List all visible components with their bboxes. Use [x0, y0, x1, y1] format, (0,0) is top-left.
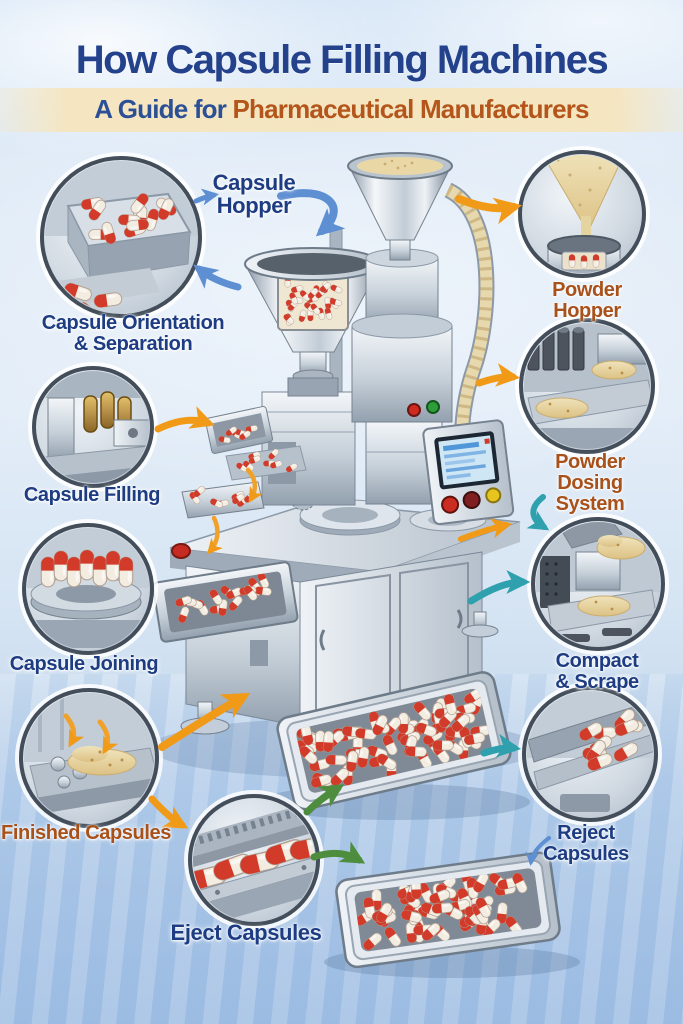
- tray-finished-capsules: [276, 671, 512, 811]
- arrow-machine-to-orientation: [193, 264, 242, 291]
- label-compact-scrape: Compact & Scrape: [555, 650, 639, 694]
- label-powder-dosing: Powder Dosing System: [555, 451, 625, 516]
- arrow-filling-to-machine: [154, 406, 215, 433]
- label-eject-capsules: Eject Capsules: [170, 920, 322, 945]
- callout-compact-scrape-circle: [527, 513, 669, 655]
- subtitle-prefix: A Guide for: [94, 94, 233, 124]
- arrow-orientation-to-label: [193, 188, 220, 206]
- arrow-finished-to-machine: [158, 692, 251, 751]
- arrow-dosing-swoosh: [526, 494, 550, 531]
- label-capsule-joining: Capsule Joining: [9, 653, 159, 675]
- label-reject-capsules: Reject Capsules: [543, 822, 629, 866]
- flow-arrows: [148, 188, 551, 867]
- panel-button-red: [441, 495, 460, 514]
- callout-finished-capsules-circle: [15, 684, 163, 832]
- arrow-finished-to-eject: [148, 795, 189, 829]
- tray-eject-output: [335, 851, 561, 969]
- subtitle-highlight: Pharmaceutical Manufacturers: [232, 94, 590, 124]
- callout-reject-capsules-circle: [518, 682, 662, 826]
- label-capsule-filling: Capsule Filling: [23, 484, 161, 506]
- callout-powder-dosing-circle: [515, 314, 659, 458]
- callout-capsule-orientation-circle: [36, 152, 206, 322]
- subtitle-banner: [0, 88, 683, 132]
- panel-button-dark: [462, 491, 481, 510]
- label-capsule-orientation: Capsule Orientation & Separation: [41, 312, 225, 356]
- red-button: [407, 403, 421, 417]
- arrow-eject-to-tray-b: [310, 841, 366, 864]
- arrow-to-powder-dosing: [475, 363, 521, 387]
- callout-powder-hopper-circle: [514, 146, 650, 282]
- label-finished-capsules: Finished Capsules: [1, 822, 171, 844]
- arrow-machine-to-compact: [458, 518, 512, 542]
- label-powder-hopper: Powder Hopper: [552, 279, 622, 323]
- arrow-tray-to-reject: [480, 733, 522, 758]
- arrow-machine-to-compact-teal: [467, 570, 531, 605]
- panel-button-yellow: [485, 487, 502, 504]
- callout-capsule-filling-circle: [28, 362, 158, 492]
- arrow-reject-label-curl: [525, 836, 551, 867]
- arrow-label-to-capsule-hopper: [277, 189, 346, 237]
- arrow-to-powder-hopper: [455, 195, 522, 225]
- arrow-eject-to-tray-a: [303, 784, 345, 816]
- pilot-button: [171, 543, 191, 559]
- page-subtitle: A Guide for Pharmaceutical Manufacturers: [94, 94, 590, 125]
- label-capsule-hopper: Capsule Hopper: [212, 170, 296, 219]
- control-panel: [422, 419, 515, 526]
- green-button: [426, 400, 440, 414]
- capsule-cascade: [152, 406, 307, 666]
- machine-capsule-hopper: [244, 247, 382, 397]
- page-title: How Capsule Filling Machines: [75, 38, 609, 82]
- machine-illustration: [150, 152, 540, 778]
- callout-eject-capsules-circle: [184, 790, 324, 930]
- callout-capsule-joining-circle: [18, 519, 158, 659]
